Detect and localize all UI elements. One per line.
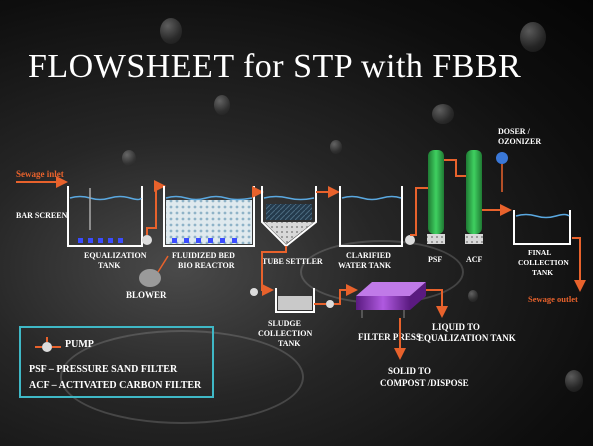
clarified-label-1: CLARIFIED	[346, 251, 391, 260]
legend-psf: PSF – PRESSURE SAND FILTER	[29, 364, 178, 375]
water-drop	[330, 140, 342, 154]
slide-title: FLOWSHEET for STP with FBBR	[28, 48, 522, 85]
doser-label-2: OZONIZER	[498, 137, 541, 146]
water-drop	[520, 22, 546, 52]
tube-settler-label: TUBE SETTLER	[262, 257, 323, 266]
sewage-inlet-label: Sewage inlet	[16, 169, 64, 179]
legend-box: PUMP PSF – PRESSURE SAND FILTER ACF – AC…	[19, 326, 214, 398]
final-tank-label-1: FINAL	[528, 248, 551, 257]
clarified-water-tank	[339, 186, 403, 247]
final-tank-label-2: COLLECTION	[518, 258, 569, 267]
pipe	[410, 184, 431, 236]
water-drop	[122, 150, 136, 166]
pipe	[314, 290, 356, 305]
doser-label-1: DOSER /	[498, 127, 531, 136]
psf-filter	[427, 150, 445, 244]
equalization-tank	[67, 186, 143, 247]
liquid-label-1: LIQUID TO	[432, 322, 480, 332]
pump-icon	[35, 337, 61, 352]
water-drop	[214, 95, 230, 115]
fluidized-bed-bio-reactor	[163, 186, 255, 247]
liquid-label-2: EQUALIZATION TANK	[418, 333, 516, 343]
blower-label: BLOWER	[126, 290, 167, 300]
sludge-pipe	[261, 246, 287, 296]
water-drop	[565, 370, 583, 392]
bar-screen-label: BAR SCREEN	[16, 211, 68, 220]
sludge-label-2: COLLECTION	[258, 329, 312, 338]
sewage-outlet-label: Sewage outlet	[528, 294, 578, 304]
water-drop	[468, 290, 478, 302]
sludge-label-3: TANK	[278, 339, 301, 348]
water-splash	[60, 330, 304, 424]
equalization-tank-label-2: TANK	[98, 261, 121, 270]
final-collection-tank	[513, 210, 571, 245]
filter-press-label: FILTER PRESS	[358, 332, 421, 342]
legend-acf: ACF – ACTIVATED CARBON FILTER	[29, 380, 202, 391]
acf-label: ACF	[466, 255, 483, 264]
tube-settler	[261, 186, 317, 248]
acf-filter	[465, 150, 483, 244]
doser-ozonizer	[496, 152, 508, 192]
water-drop	[160, 18, 182, 44]
sludge-collection-tank	[275, 288, 315, 313]
liquid-pipe	[426, 289, 448, 318]
fbbr-label-1: FLUIDIZED BED	[172, 251, 235, 260]
pump-icon	[326, 300, 334, 308]
fbbr-label-2: BIO REACTOR	[178, 261, 235, 270]
sludge-label-1: SLUDGE	[268, 319, 301, 328]
blower-icon	[139, 255, 169, 287]
solid-label-2: COMPOST /DISPOSE	[380, 378, 469, 388]
clarified-label-2: WATER TANK	[338, 261, 392, 270]
solid-label-1: SOLID TO	[388, 366, 431, 376]
equalization-tank-label-1: EQUALIZATION	[84, 251, 147, 260]
filter-press	[356, 282, 426, 318]
water-drop	[432, 104, 454, 124]
psf-label: PSF	[428, 255, 442, 264]
pump-icon	[142, 180, 166, 245]
final-tank-label-3: TANK	[532, 268, 553, 277]
pipe	[444, 159, 466, 177]
legend-pump: PUMP	[65, 339, 94, 350]
pump-icon	[250, 288, 258, 296]
pump-icon	[405, 235, 415, 245]
outlet-pipe	[572, 237, 586, 292]
